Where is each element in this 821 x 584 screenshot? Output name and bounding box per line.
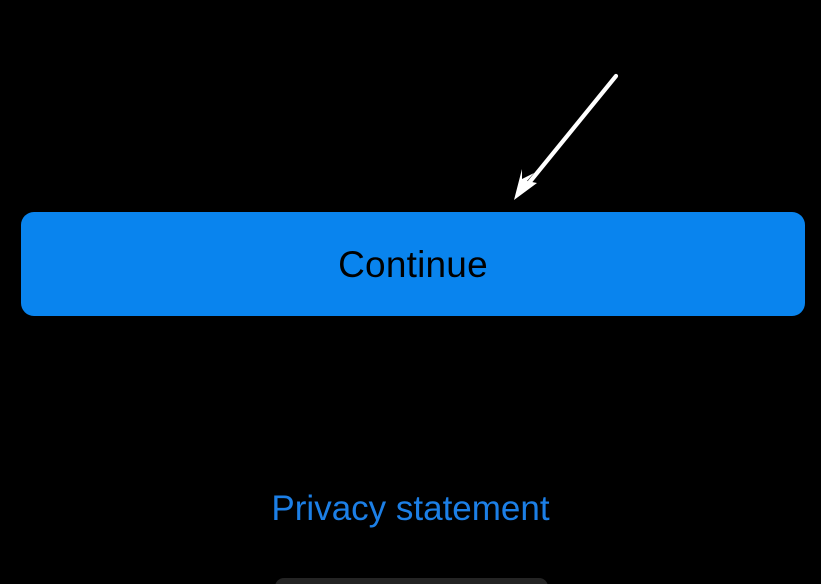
- continue-button-label: Continue: [338, 243, 488, 285]
- bottom-sheet-handle[interactable]: [275, 578, 548, 584]
- privacy-statement-link[interactable]: Privacy statement: [271, 489, 550, 528]
- continue-button[interactable]: Continue: [21, 212, 805, 316]
